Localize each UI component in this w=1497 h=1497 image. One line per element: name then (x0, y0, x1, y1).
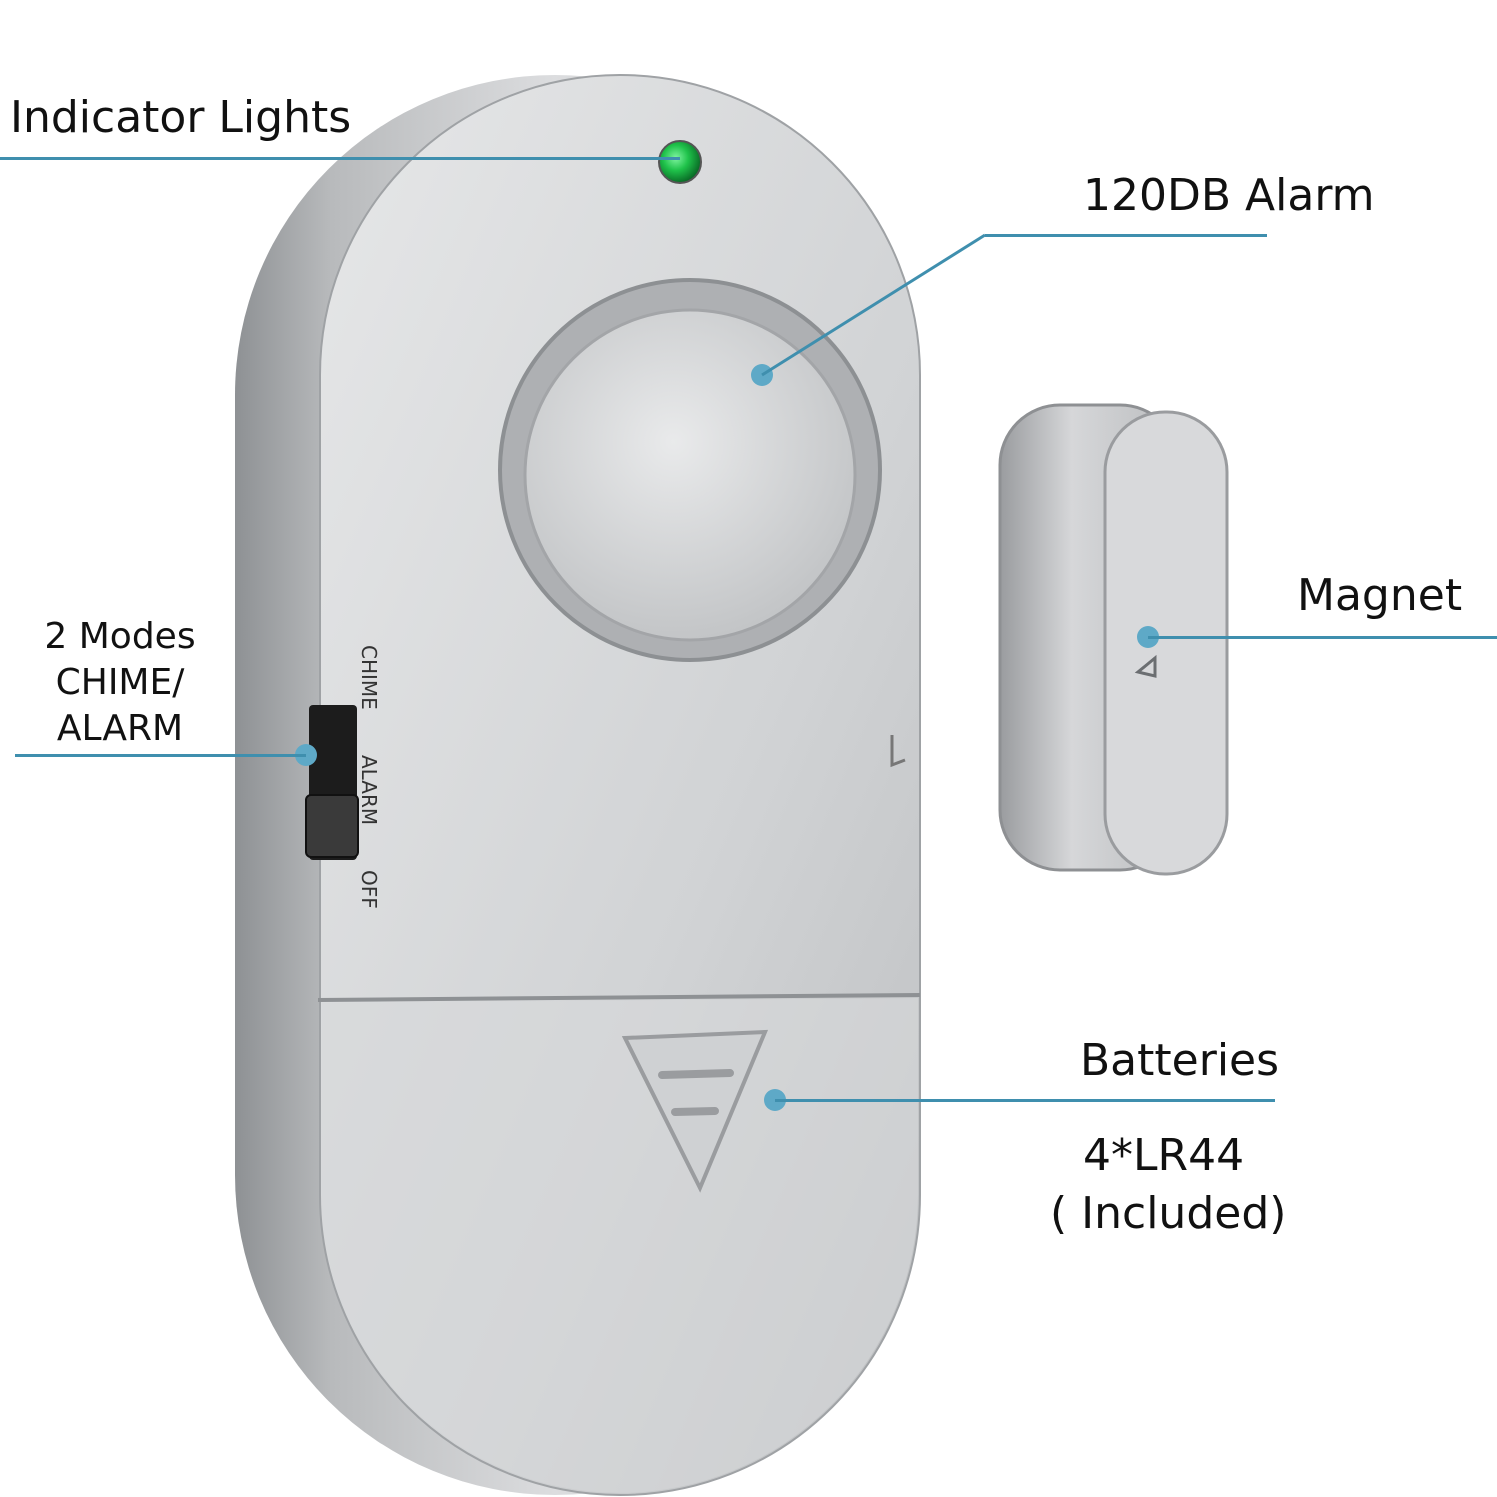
magnet-label: Magnet (1297, 570, 1463, 621)
alignment-mark-icon (890, 735, 906, 768)
alarm-label: 120DB Alarm (1083, 170, 1375, 221)
batteries-label: Batteries (1080, 1035, 1280, 1086)
switch-label-chime: CHIME (357, 645, 381, 710)
indicator-leader (0, 157, 680, 160)
alarm-unit (235, 74, 921, 1496)
magnet-leader (1148, 636, 1497, 639)
switch-labels: CHIME ALARM OFF (357, 645, 381, 909)
siren-button[interactable] (523, 308, 857, 642)
indicator-led (658, 140, 702, 184)
battery-note-label: ( Included) (1050, 1188, 1287, 1239)
battery-cover (322, 998, 918, 1493)
battery-type-label: 4*LR44 (1083, 1130, 1245, 1181)
alarm-leader-diagonal (761, 233, 986, 377)
modes-label: 2 Modes CHIME/ ALARM (40, 614, 200, 752)
battery-leader (775, 1099, 1275, 1102)
mode-switch-knob[interactable] (305, 794, 359, 858)
modes-leader (15, 754, 306, 757)
switch-label-alarm: ALARM (357, 755, 381, 825)
alarm-leader (985, 234, 1267, 237)
magnet-arrow-icon (1134, 654, 1157, 678)
modes-line-3: ALARM (56, 708, 184, 749)
indicator-lights-label: Indicator Lights (10, 92, 352, 143)
magnet-face (1103, 410, 1229, 876)
battery-arrow-icon (621, 1029, 769, 1193)
magnet-unit (998, 403, 1229, 876)
modes-line-1: 2 Modes (44, 616, 196, 657)
modes-callout-dot (295, 744, 317, 766)
battery-cover-seam (317, 993, 921, 1002)
switch-label-off: OFF (357, 870, 381, 909)
modes-line-2: CHIME/ (55, 662, 185, 703)
